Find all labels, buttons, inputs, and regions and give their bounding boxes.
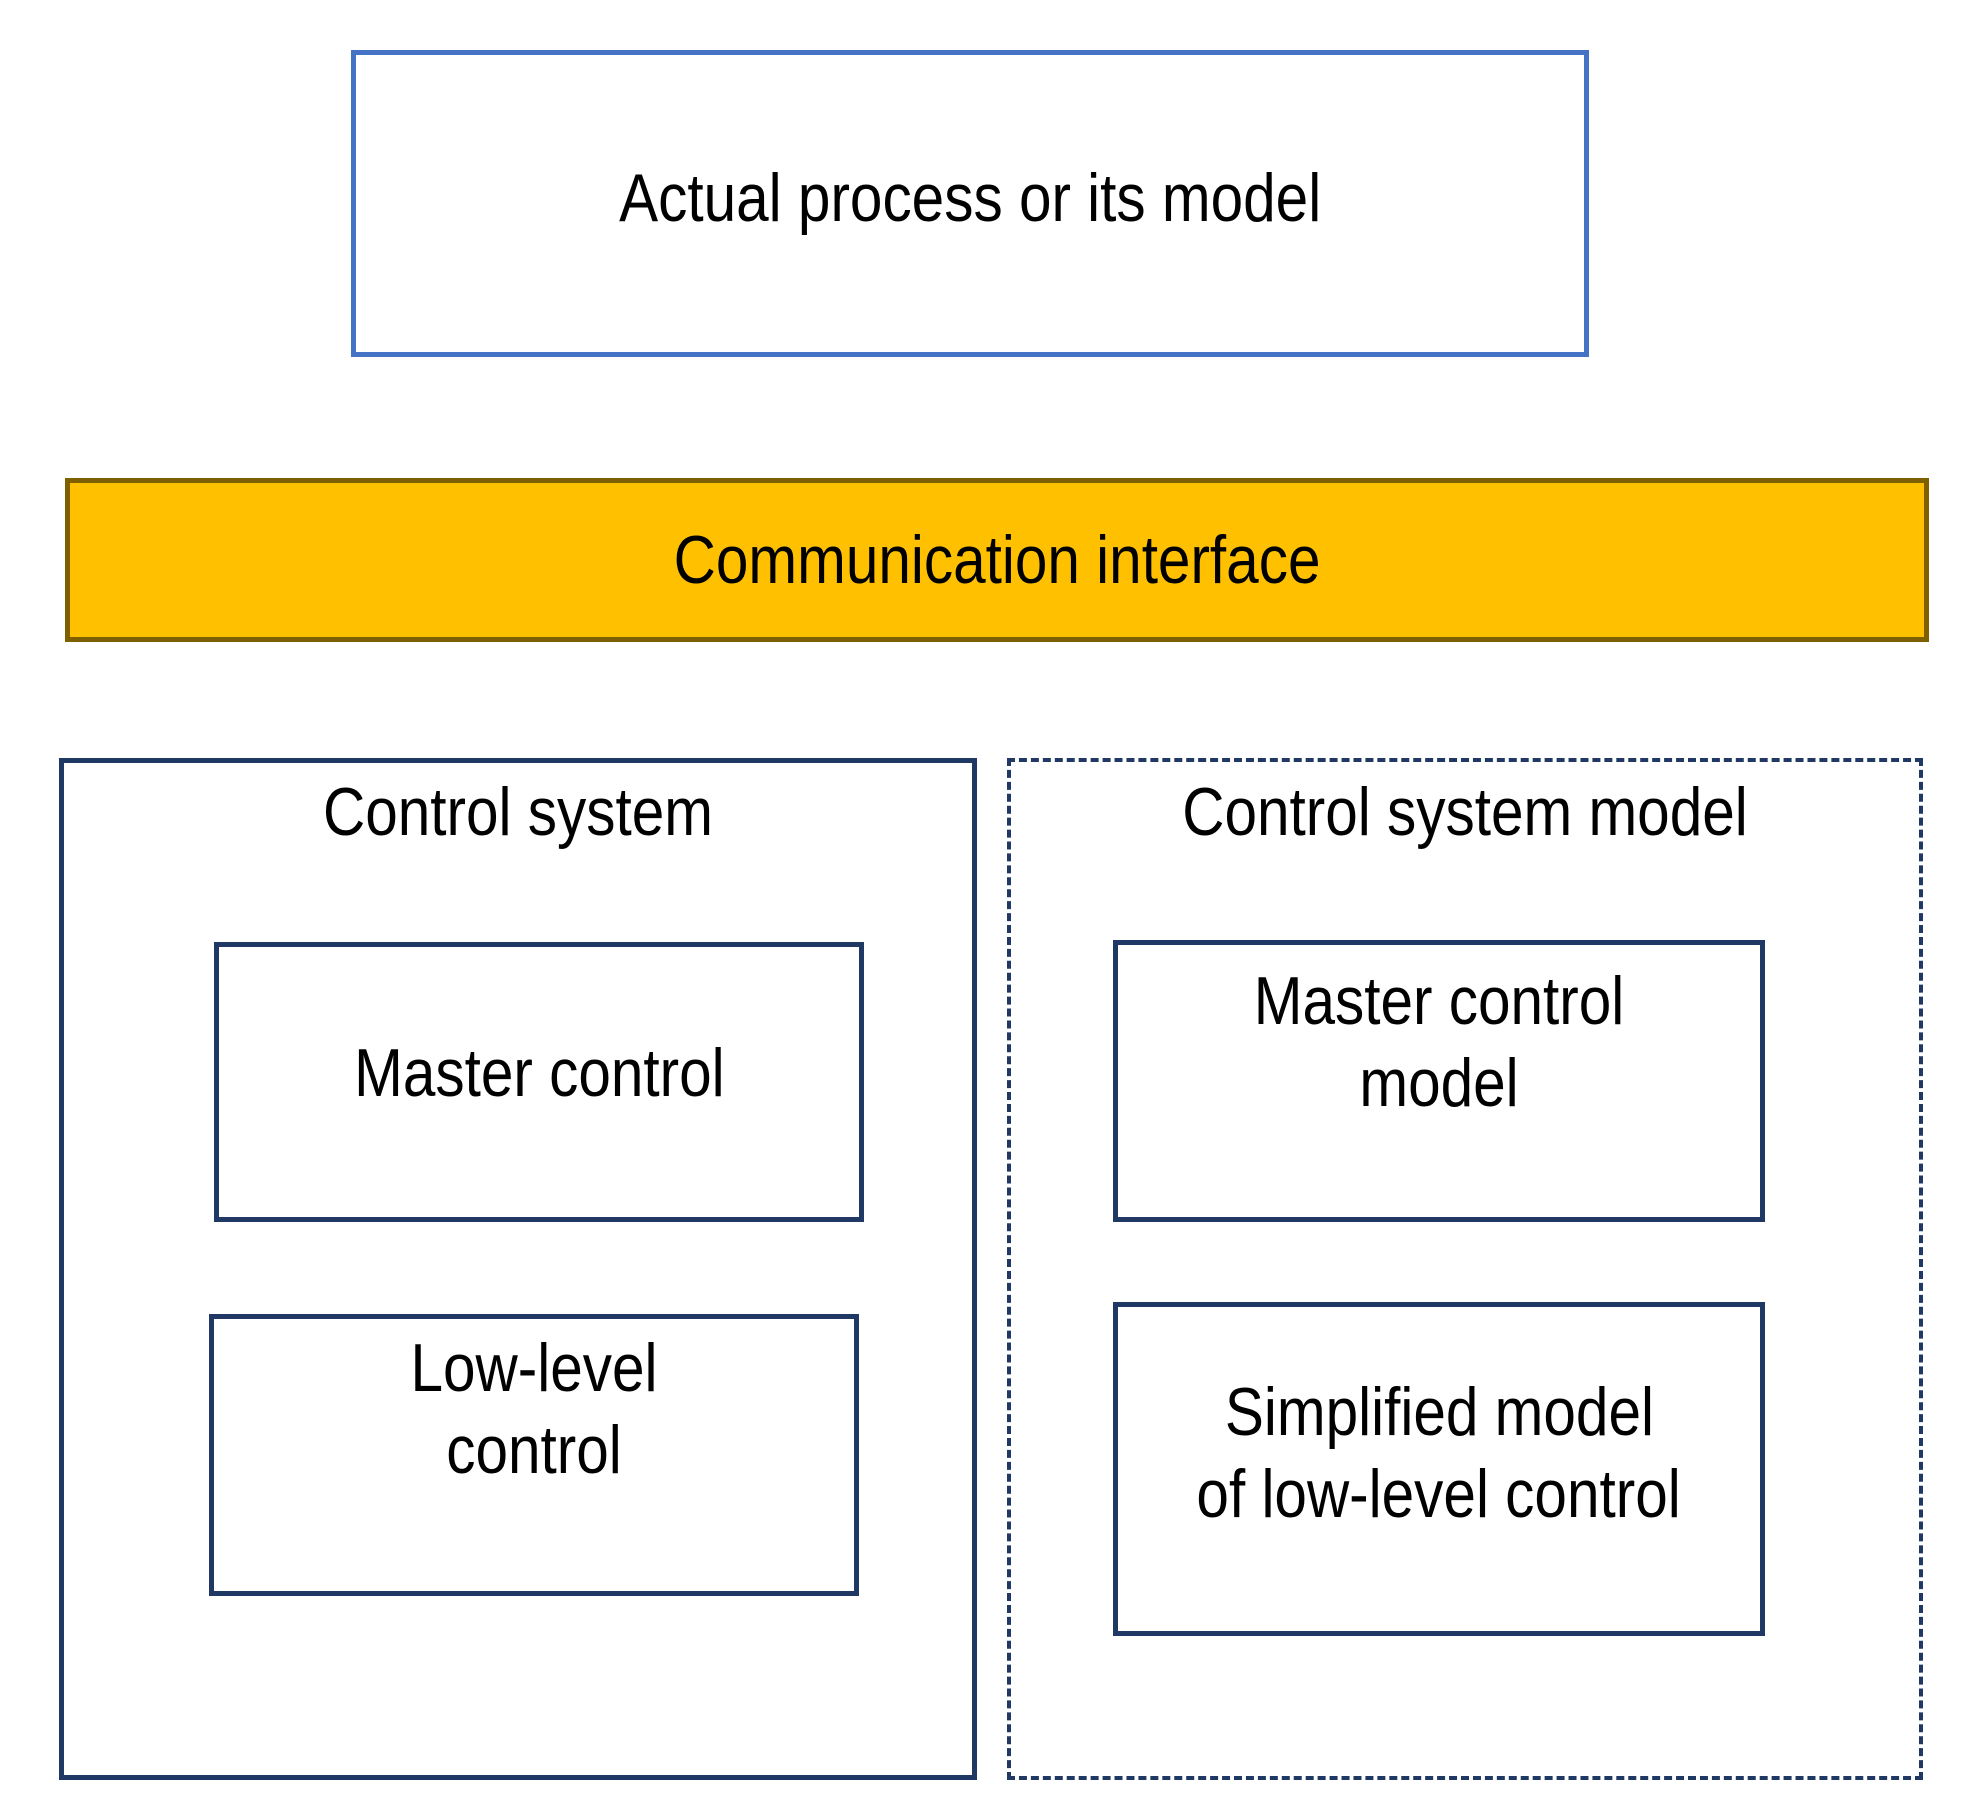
- control-system-title: Control system: [323, 774, 713, 850]
- control-system-model-box: Control system model: [1007, 758, 1923, 1780]
- low-level-control-box: Low-level control: [209, 1314, 859, 1596]
- master-control-label-wrap: Master control: [219, 947, 859, 1217]
- control-system-title-wrap: Control system: [64, 771, 972, 853]
- process-label-wrap: Actual process or its model: [356, 55, 1584, 352]
- master-control-model-label-wrap: Master control model: [1118, 960, 1760, 1124]
- low-level-control-line2: control: [446, 1412, 622, 1488]
- control-system-model-title-wrap: Control system model: [1011, 771, 1919, 853]
- control-system-box: Control system: [59, 758, 977, 1780]
- low-level-control-label-wrap: Low-level control: [214, 1327, 854, 1491]
- master-control-model-line2: model: [1359, 1045, 1519, 1121]
- simplified-model-label-wrap: Simplified model of low-level control: [1118, 1307, 1760, 1631]
- process-box: Actual process or its model: [351, 50, 1589, 357]
- master-control-box: Master control: [214, 942, 864, 1222]
- process-label: Actual process or its model: [618, 159, 1322, 236]
- simplified-model-line2: of low-level control: [1196, 1456, 1682, 1532]
- low-level-control-line1: Low-level: [410, 1330, 658, 1406]
- simplified-model-box: Simplified model of low-level control: [1113, 1302, 1765, 1636]
- communication-interface-label: Communication interface: [673, 522, 1321, 598]
- master-control-model-box: Master control model: [1113, 940, 1765, 1222]
- control-system-model-title: Control system model: [1182, 774, 1748, 850]
- master-control-label: Master control: [353, 1035, 725, 1111]
- communication-interface-box: Communication interface: [65, 478, 1929, 642]
- master-control-model-line1: Master control: [1253, 963, 1625, 1039]
- simplified-model-line1: Simplified model: [1224, 1374, 1654, 1450]
- communication-interface-label-wrap: Communication interface: [70, 483, 1924, 637]
